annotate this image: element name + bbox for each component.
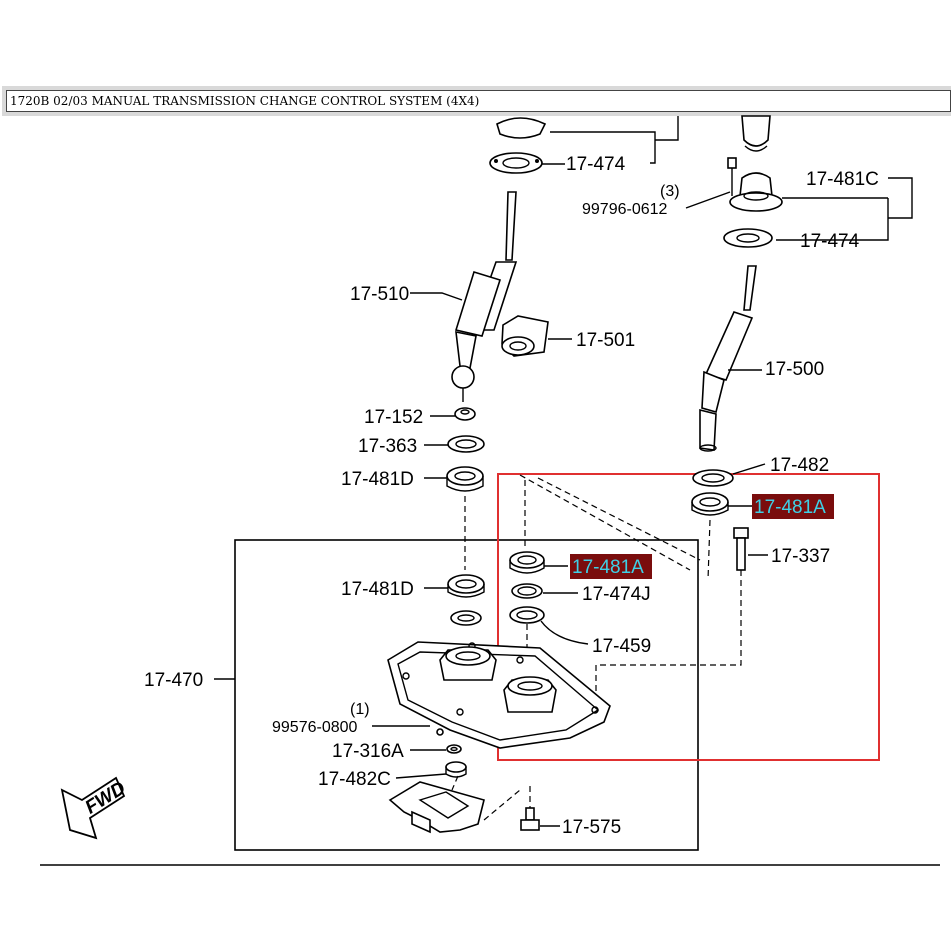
part-17-152-bushing: [454, 407, 476, 421]
part-17-337-bolt: [733, 527, 749, 571]
highlight-bg-17-481A-left: [570, 554, 652, 579]
callout-17-474-top: 17-474: [566, 154, 626, 175]
callout-17-316A: 17-316A: [332, 741, 404, 762]
part-17-316A-washer: [446, 744, 462, 754]
part-17-482C-bushing: [445, 761, 467, 778]
title-bar: 1720B 02/03 MANUAL TRANSMISSION CHANGE C…: [2, 86, 951, 116]
part-17-459-ring: [509, 606, 545, 624]
callout-17-474J: 17-474J: [582, 584, 651, 605]
part-ring-lower-left: [450, 610, 482, 626]
part-17-474J-ring: [511, 583, 543, 599]
callout-17-481A-right: 17-481A: [754, 497, 826, 518]
part-17-500-lever: [699, 265, 757, 452]
highlight-bg-17-481A-right: [752, 494, 834, 519]
callout-99796-0612: 99796-0612: [582, 201, 668, 218]
assembly-box-17-470: [234, 539, 699, 851]
part-boot-top-right: [741, 115, 771, 152]
callout-17-501: 17-501: [576, 330, 635, 351]
callout-17-481C: 17-481C: [806, 169, 879, 190]
part-17-481A-left: [509, 551, 545, 574]
callout-17-481D-lower: 17-481D: [341, 579, 414, 600]
part-17-481D-lower: [447, 574, 485, 598]
highlight-box: [497, 473, 880, 761]
callout-17-459: 17-459: [592, 636, 651, 657]
callout-17-481A-left: 17-481A: [572, 557, 644, 578]
callout-17-482: 17-482: [770, 455, 829, 476]
fwd-arrow-icon: FWD: [60, 776, 130, 840]
callout-17-510: 17-510: [350, 284, 409, 305]
part-17-510-lever: [451, 191, 518, 402]
part-17-575-bolt: [520, 786, 540, 831]
callout-17-152: 17-152: [364, 407, 423, 428]
part-bottom-bracket: [388, 781, 485, 834]
callout-17-337: 17-337: [771, 546, 830, 567]
callout-17-470: 17-470: [144, 670, 203, 691]
part-17-481C-boot: [729, 172, 783, 212]
part-17-481A-right: [691, 492, 729, 516]
callout-17-474-right: 17-474: [800, 231, 860, 252]
callout-17-363: 17-363: [358, 436, 417, 457]
part-17-482-ring: [692, 469, 734, 487]
part-17-474-gasket-right: [723, 228, 773, 248]
part-17-470-base-plate: [387, 641, 611, 749]
part-17-501-bushing: [501, 315, 549, 357]
callout-17-500: 17-500: [765, 359, 824, 380]
part-17-474-top: [489, 117, 547, 174]
callout-qty-1: (1): [350, 701, 370, 718]
callout-qty-3: (3): [660, 183, 680, 200]
callout-17-575: 17-575: [562, 817, 621, 838]
callout-99576-0800: 99576-0800: [272, 719, 358, 736]
part-99796-0612-bolt: [727, 157, 737, 196]
callout-17-481D-upper: 17-481D: [341, 469, 414, 490]
callout-17-482C: 17-482C: [318, 769, 391, 790]
part-99576-0800: [436, 728, 444, 736]
part-17-481D-upper: [446, 466, 484, 492]
part-17-363-ring: [447, 435, 485, 453]
